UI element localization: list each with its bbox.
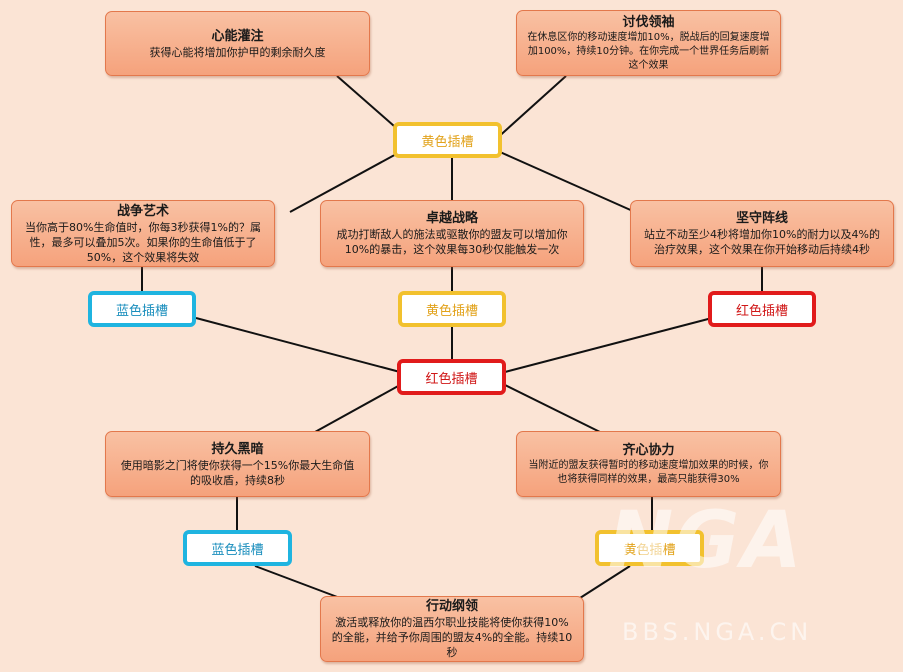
connector-line <box>314 384 401 433</box>
connector-line <box>494 75 567 141</box>
talent-description: 当附近的盟友获得暂时的移动速度增加效果的时候，你也将获得同样的效果，最高只能获得… <box>528 459 769 485</box>
connector-line <box>504 384 601 433</box>
slot-yellow-bottom: 黄色插槽 <box>595 530 704 566</box>
talent-card-zhuoyue: 卓越战略 成功打断敌人的施法或驱散你的盟友可以增加你10%的暴击，这个效果每30… <box>320 200 584 267</box>
talent-card-qixin: 齐心协力 当附近的盟友获得暂时的移动速度增加效果的时候，你也将获得同样的效果，最… <box>516 431 781 497</box>
talent-description: 站立不动至少4秒将增加你10%的耐力以及4%的治疗效果，这个效果在你开始移动后持… <box>644 228 880 256</box>
talent-card-zhanzheng: 战争艺术 当你高于80%生命值时，你每3秒获得1%的？属性，最多可以叠加5次。如… <box>11 200 275 267</box>
slot-yellow-top: 黄色插槽 <box>393 122 502 158</box>
slot-red-mid: 红色插槽 <box>708 291 816 327</box>
talent-description: 成功打断敌人的施法或驱散你的盟友可以增加你10%的暴击，这个效果每30秒仅能触发… <box>336 228 568 256</box>
connector-line <box>195 317 401 373</box>
talent-description: 激活或释放你的温西尔职业技能将使你获得10%的全能，并给予你周围的盟友4%的全能… <box>331 616 573 659</box>
connector-line <box>579 565 631 599</box>
talent-title: 卓越战略 <box>425 211 478 226</box>
connector-line <box>254 565 341 599</box>
talent-title: 讨伐领袖 <box>622 14 675 30</box>
slot-red-center: 红色插槽 <box>397 359 506 395</box>
talent-title: 行动纲领 <box>425 599 478 614</box>
slot-yellow-mid: 黄色插槽 <box>398 291 506 327</box>
talent-card-chijiu: 持久黑暗 使用暗影之门将使你获得一个15%你最大生命值的吸收盾，持续8秒 <box>105 431 370 497</box>
talent-title: 坚守阵线 <box>735 211 788 226</box>
connector-line <box>289 151 401 213</box>
talent-title: 心能灌注 <box>211 28 264 44</box>
talent-title: 齐心协力 <box>622 442 675 458</box>
slot-blue-mid: 蓝色插槽 <box>88 291 196 327</box>
talent-card-taofa: 讨伐领袖 在休息区你的移动速度增加10%，脱战后的回复速度增加100%，持续10… <box>516 10 781 76</box>
talent-card-xinneng: 心能灌注 获得心能将增加你护甲的剩余耐久度 <box>105 11 370 76</box>
talent-description: 使用暗影之门将使你获得一个15%你最大生命值的吸收盾，持续8秒 <box>120 458 355 487</box>
connector-line <box>504 317 713 373</box>
talent-title: 持久黑暗 <box>211 441 264 457</box>
talent-description: 当你高于80%生命值时，你每3秒获得1%的？属性，最多可以叠加5次。如果你的生命… <box>25 220 261 264</box>
talent-title: 战争艺术 <box>116 203 169 219</box>
talent-card-jianshou: 坚守阵线 站立不动至少4秒将增加你10%的耐力以及4%的治疗效果，这个效果在你开… <box>630 200 894 267</box>
talent-description: 在休息区你的移动速度增加10%，脱战后的回复速度增加100%，持续10分钟。在你… <box>527 31 770 71</box>
talent-description: 获得心能将增加你护甲的剩余耐久度 <box>149 45 326 59</box>
slot-blue-bottom: 蓝色插槽 <box>183 530 292 566</box>
connector-line <box>499 151 636 213</box>
talent-card-xingdong: 行动纲领 激活或释放你的温西尔职业技能将使你获得10%的全能，并给予你周围的盟友… <box>320 596 584 662</box>
